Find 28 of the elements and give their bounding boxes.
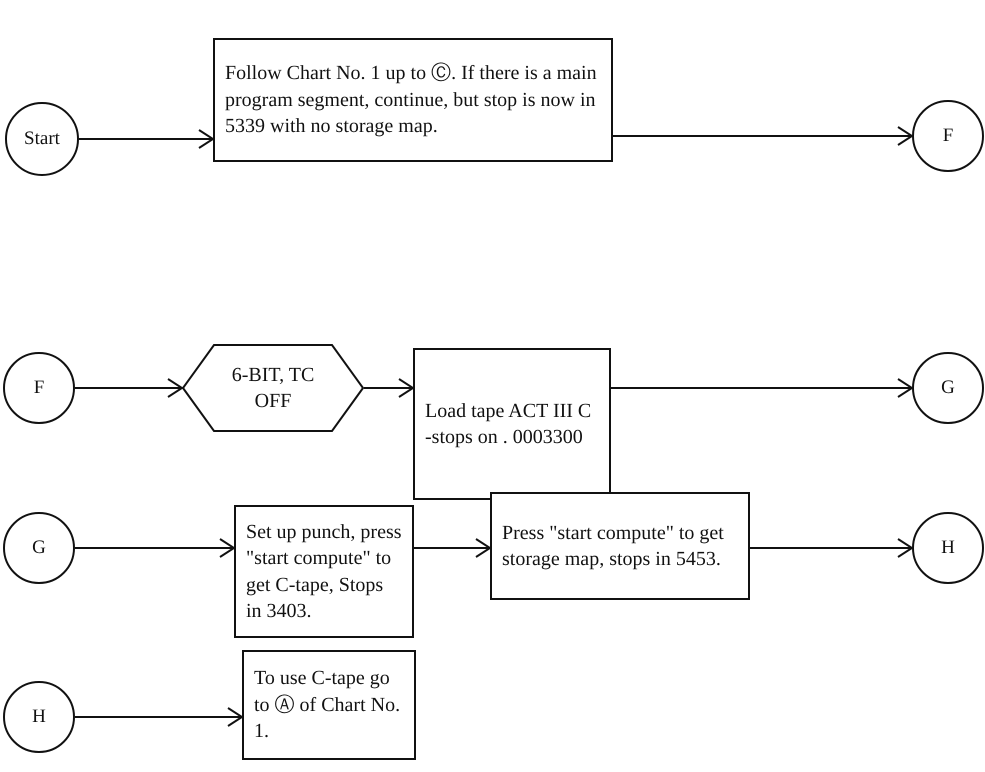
node-text: Follow Chart No. 1 up to Ⓒ. If there is a main program segment, continue, but stop is now in 5339 with no storage map. <box>225 61 598 140</box>
arrow <box>613 126 913 146</box>
node-text: Start <box>24 127 60 152</box>
process-box <box>242 650 416 760</box>
arrow <box>75 707 243 727</box>
arrow <box>414 538 491 558</box>
node-text: F <box>34 376 44 400</box>
node-text: Load tape ACT III C -stops on . 0003300 <box>425 398 592 450</box>
node-text: Press "start compute" to get storage map, stops in 5453. <box>502 520 725 572</box>
arrow <box>79 129 214 149</box>
arrow <box>75 538 235 558</box>
node-text: H <box>941 536 955 560</box>
process-box <box>413 348 611 500</box>
node-text: Set up punch, press "start compute" to get C-tape, Stops in 3403. <box>246 520 402 624</box>
arrow <box>75 378 183 398</box>
process-box <box>234 505 414 638</box>
node-text: To use C-tape go to Ⓐ of Chart No. 1. <box>254 666 402 744</box>
arrow <box>611 378 913 398</box>
arrow <box>364 378 414 398</box>
node-text: F <box>942 124 954 148</box>
process-box <box>490 492 750 600</box>
node-text: 6-BIT, TC OFF <box>230 362 316 414</box>
arrow <box>750 538 913 558</box>
node-text: G <box>941 376 955 400</box>
preparation-hexagon <box>182 344 364 432</box>
process-box <box>213 38 613 162</box>
node-text: G <box>32 536 46 560</box>
node-text: H <box>32 705 46 730</box>
